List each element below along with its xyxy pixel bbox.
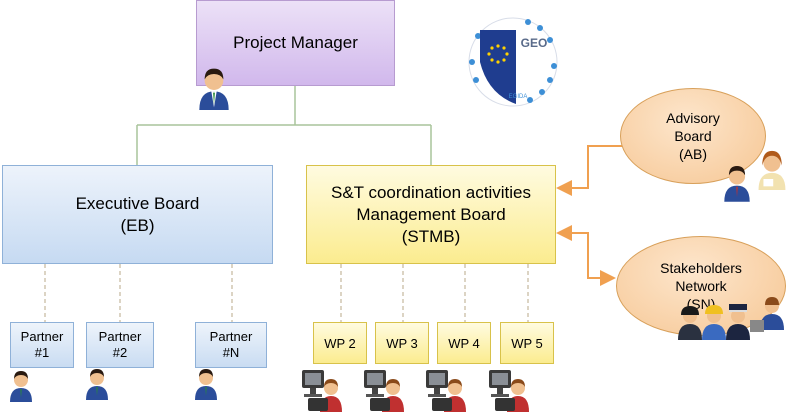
stmb-line-2: Management Board — [356, 204, 506, 224]
partner-2-box: Partner #2 — [86, 322, 154, 368]
wp-5-label: WP 5 — [511, 335, 543, 351]
partner-1-box: Partner #1 — [10, 322, 74, 368]
stakeholders-line-2: Network — [675, 278, 727, 294]
dashed-connectors — [44, 264, 529, 322]
logo-shield — [480, 30, 516, 104]
wp-3-box: WP 3 — [375, 322, 429, 364]
logo-egida-text: EGIDA — [509, 94, 528, 100]
partner-n-label: Partner — [209, 329, 253, 344]
advisory-board-line-1: Advisory — [666, 110, 720, 126]
wp-3-label: WP 3 — [386, 335, 418, 351]
stakeholders-line-1: Stakeholders — [660, 260, 742, 276]
egida-logo: GEO EGIDA — [468, 17, 558, 107]
partner-1-label: Partner — [20, 329, 64, 344]
person-icon — [726, 304, 750, 340]
partner-n-box: Partner #N — [195, 322, 267, 368]
computer-icon — [302, 370, 342, 412]
logo-geo-text: GEO — [521, 36, 548, 50]
person-icon — [724, 166, 750, 202]
executive-board-abbrev: (EB) — [120, 215, 155, 235]
advisory-board-line-3: (AB) — [679, 146, 707, 162]
computer-workers-group — [302, 370, 529, 412]
logo-orbit-dots — [469, 19, 557, 103]
stmb-box: S&T coordination activities Management B… — [306, 165, 556, 264]
executive-board-box: Executive Board (EB) — [2, 165, 273, 264]
advisory-board-line-2: Board — [674, 128, 712, 144]
wp-2-label: WP 2 — [324, 335, 356, 351]
wp-2-box: WP 2 — [313, 322, 367, 364]
stmb-line-3: (STMB) — [401, 226, 461, 246]
person-icon — [199, 68, 229, 110]
wp-5-box: WP 5 — [500, 322, 554, 364]
person-icon — [758, 150, 786, 190]
person-icon — [10, 371, 32, 402]
executive-board-title: Executive Board — [75, 193, 200, 213]
partner-1-number: #1 — [34, 345, 50, 360]
partner-n-number: #N — [222, 345, 240, 360]
stakeholders-people-group — [678, 297, 784, 340]
person-icon — [86, 369, 108, 400]
person-icon — [750, 297, 784, 332]
orange-arrows — [556, 145, 622, 286]
partner-2-number: #2 — [112, 345, 128, 360]
wp-4-box: WP 4 — [437, 322, 491, 364]
eu-stars-icon — [487, 44, 509, 64]
stmb-line-1: S&T coordination activities — [330, 182, 531, 202]
wp-4-label: WP 4 — [448, 335, 480, 351]
project-manager-box: Project Manager — [196, 0, 395, 86]
partner-2-label: Partner — [98, 329, 142, 344]
project-manager-label: Project Manager — [233, 33, 358, 52]
stakeholders-network-ellipse: Stakeholders Network (SN) — [616, 236, 786, 336]
tree-connectors — [136, 86, 432, 165]
person-icon — [702, 305, 726, 340]
person-icon — [678, 306, 702, 340]
person-icon — [195, 369, 217, 400]
